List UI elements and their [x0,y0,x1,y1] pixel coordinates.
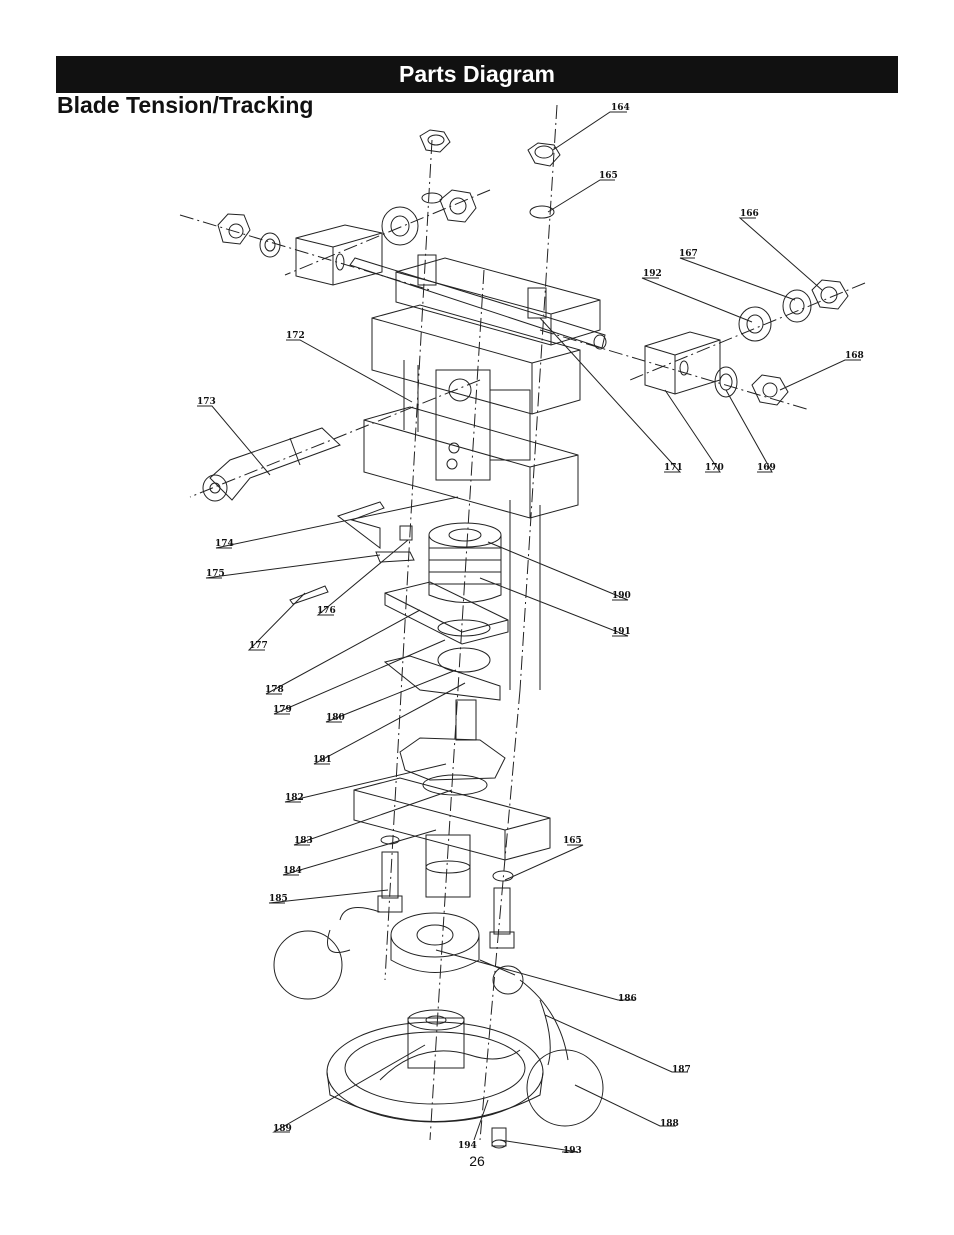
callout-188: 188 [660,1119,679,1129]
axis-line-diagonal [284,189,491,276]
side-bolts [377,835,515,949]
washer-left [421,192,443,204]
callout-170: 170 [705,463,724,473]
callout-168: 168 [845,351,864,361]
callout-187: 187 [672,1065,691,1075]
callout-193: 193 [563,1146,582,1156]
callout-181: 181 [313,755,332,765]
callout-174: 174 [215,539,234,549]
bottom-plate [353,777,551,898]
top-nut-right [527,142,561,167]
right-nut-group [714,279,849,406]
bracket [289,501,415,605]
callout-189: 189 [273,1124,292,1134]
callout-171: 171 [664,463,683,473]
page-number: 26 [469,1153,485,1169]
callout-186: 186 [618,994,637,1004]
axis-line-pin [189,379,481,498]
spring-stack [428,522,502,603]
pivot-pin [202,427,341,502]
diagram-drawing [179,104,866,1153]
page-title: Parts Diagram [399,61,555,87]
axis-line-right [519,104,558,691]
callout-184: 184 [283,866,302,876]
callout-labels: 164 165 166 167 192 168 172 173 171 170 … [197,103,864,1156]
callout-165-top: 165 [599,171,618,181]
callout-172: 172 [286,331,305,341]
right-shaft [349,257,607,350]
callout-176: 176 [317,606,336,616]
callout-177: 177 [249,641,268,651]
section-title: Blade Tension/Tracking [57,92,314,118]
axis-line-lower [479,689,521,1141]
callout-190: 190 [612,591,631,601]
upper-frame [363,254,601,690]
tension-knob [399,699,506,796]
callout-191: 191 [612,627,631,637]
callout-164: 164 [611,103,630,113]
right-block [644,331,721,395]
washer-right [529,205,555,219]
callout-180: 180 [326,713,345,723]
callout-194: 194 [458,1141,477,1151]
callout-182: 182 [285,793,304,803]
callout-167: 167 [679,249,698,259]
axis-line-right-diagonal [629,282,866,381]
axis-line-center [429,269,485,1141]
header-bar: Parts Diagram [56,56,898,93]
left-nut-group [217,189,477,258]
callout-173: 173 [197,397,216,407]
set-screw [491,1127,507,1149]
callout-192: 192 [643,269,662,279]
top-nut-left [419,129,451,153]
axis-line-right-shaft [539,329,811,411]
callout-185: 185 [269,894,288,904]
base-ring [326,1009,544,1123]
callout-179: 179 [273,705,292,715]
callout-178: 178 [265,685,284,695]
left-block [295,224,383,286]
callout-165-bottom: 165 [563,836,582,846]
callout-166: 166 [740,209,759,219]
lower-plate [383,581,509,701]
callout-169: 169 [757,463,776,473]
callout-175: 175 [206,569,225,579]
leader-lines [197,111,861,1153]
callout-183: 183 [294,836,313,846]
handle-hub [273,907,604,1127]
